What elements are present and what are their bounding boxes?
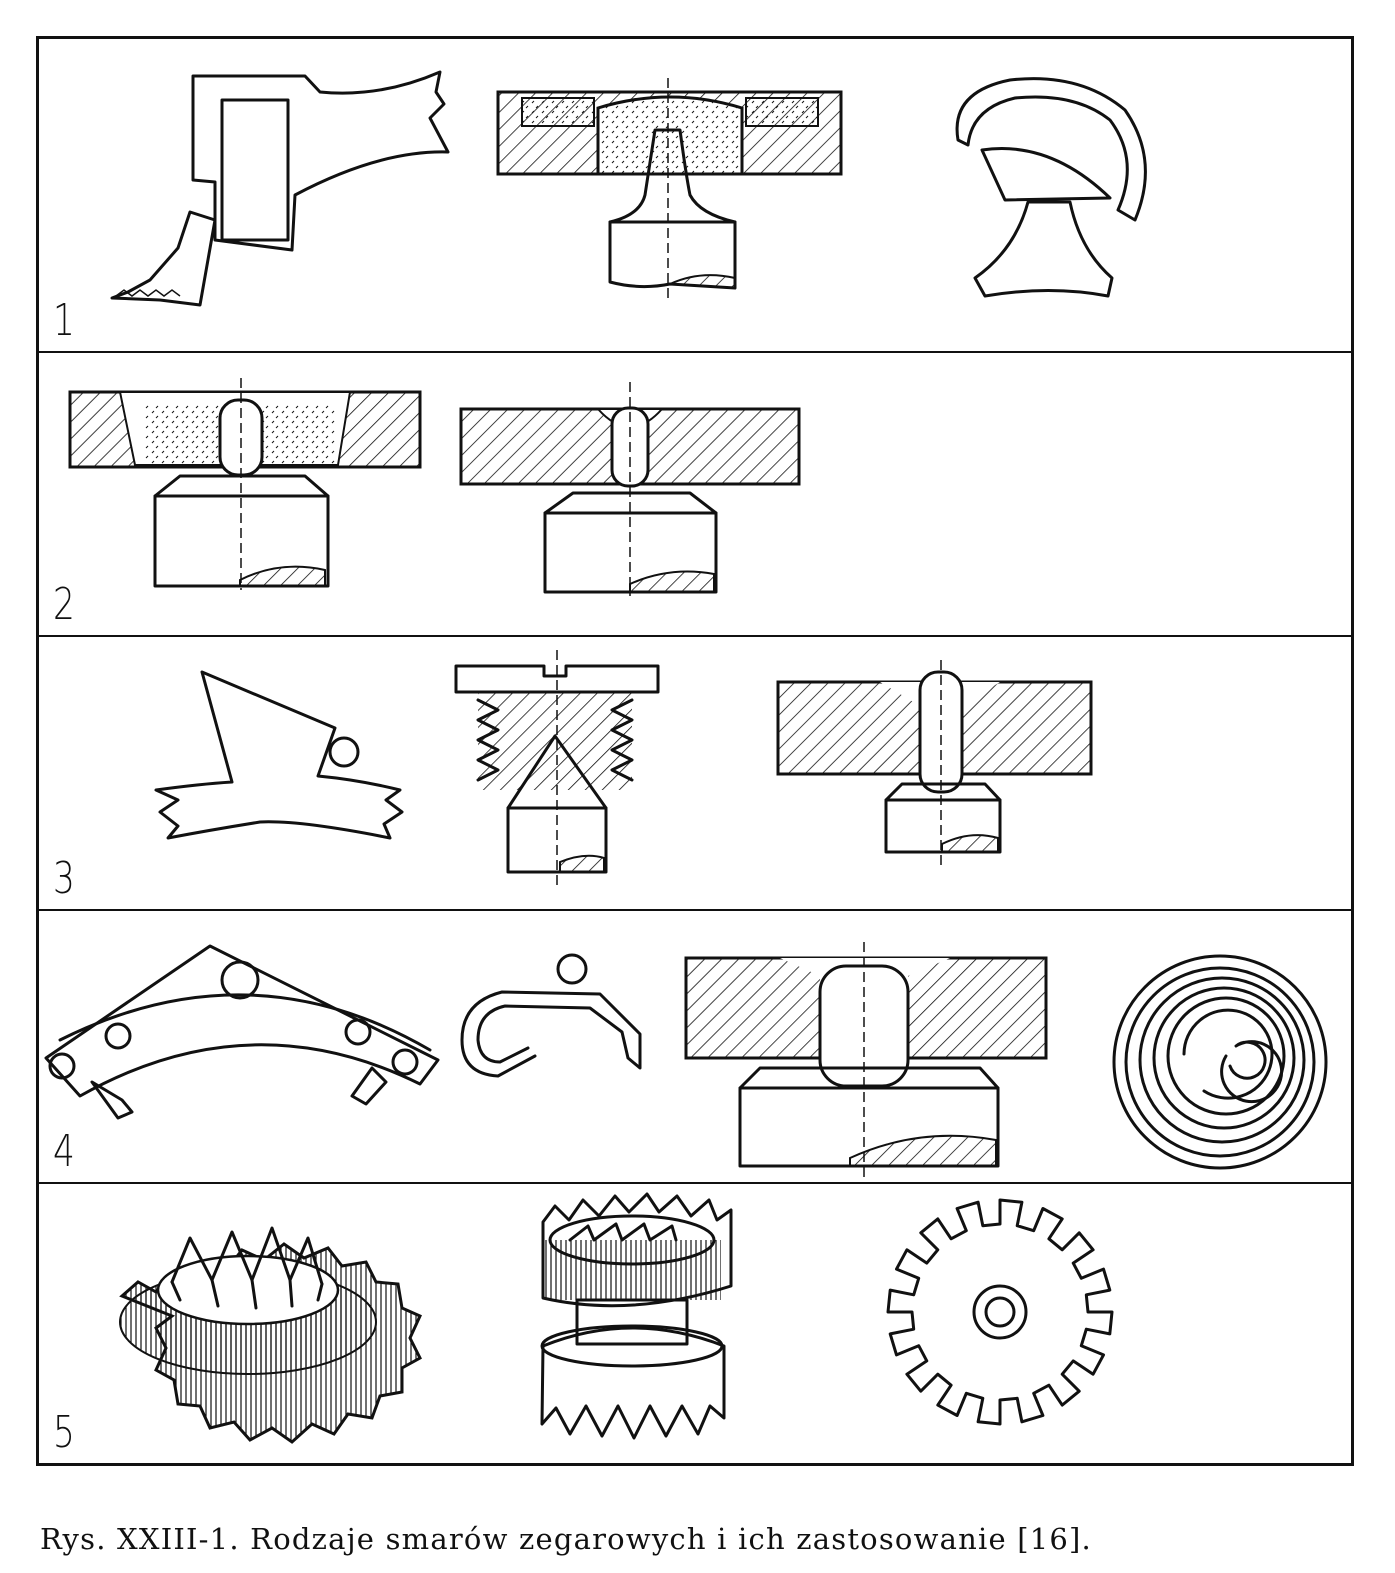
row4-hairspring xyxy=(1112,954,1328,1170)
row2-plain-bearing xyxy=(459,382,801,596)
figure-frame: 1 2 3 4 5 xyxy=(36,36,1354,1466)
row4-pallet-bridge xyxy=(44,944,440,1120)
row3-click-spring xyxy=(154,670,404,840)
panel-number-3: 3 xyxy=(53,853,75,904)
row5-escape-wheel xyxy=(119,1226,422,1444)
row3-screw-cone xyxy=(454,650,660,890)
gear-teeth-outline xyxy=(886,1198,1114,1426)
row1-jewel-bearing xyxy=(496,78,843,300)
panel-3: 3 xyxy=(39,635,1351,909)
figure-caption: Rys. XXIII-1. Rodzaje smarów zegarowych … xyxy=(40,1522,1092,1556)
panel-2: 2 xyxy=(39,351,1351,635)
row5-pinion-wheel xyxy=(540,1192,733,1440)
panel-number-5: 5 xyxy=(53,1407,75,1458)
row1-pallet-fork xyxy=(110,70,450,307)
panel-number-4: 4 xyxy=(53,1126,75,1177)
row5-gear-outline xyxy=(886,1198,1114,1426)
row2-jewel-bearing-a xyxy=(68,378,422,590)
row4-spring-clip xyxy=(460,953,642,1078)
row4-large-pivot xyxy=(684,942,1048,1180)
panel-number-1: 1 xyxy=(53,295,75,346)
row1-cap-jewel xyxy=(955,77,1147,298)
panel-4: 4 xyxy=(39,909,1351,1182)
panel-5: 5 xyxy=(39,1182,1351,1463)
panel-1: 1 xyxy=(39,39,1351,351)
panel-number-2: 2 xyxy=(53,579,75,630)
row3-plain-pivot xyxy=(776,660,1093,870)
